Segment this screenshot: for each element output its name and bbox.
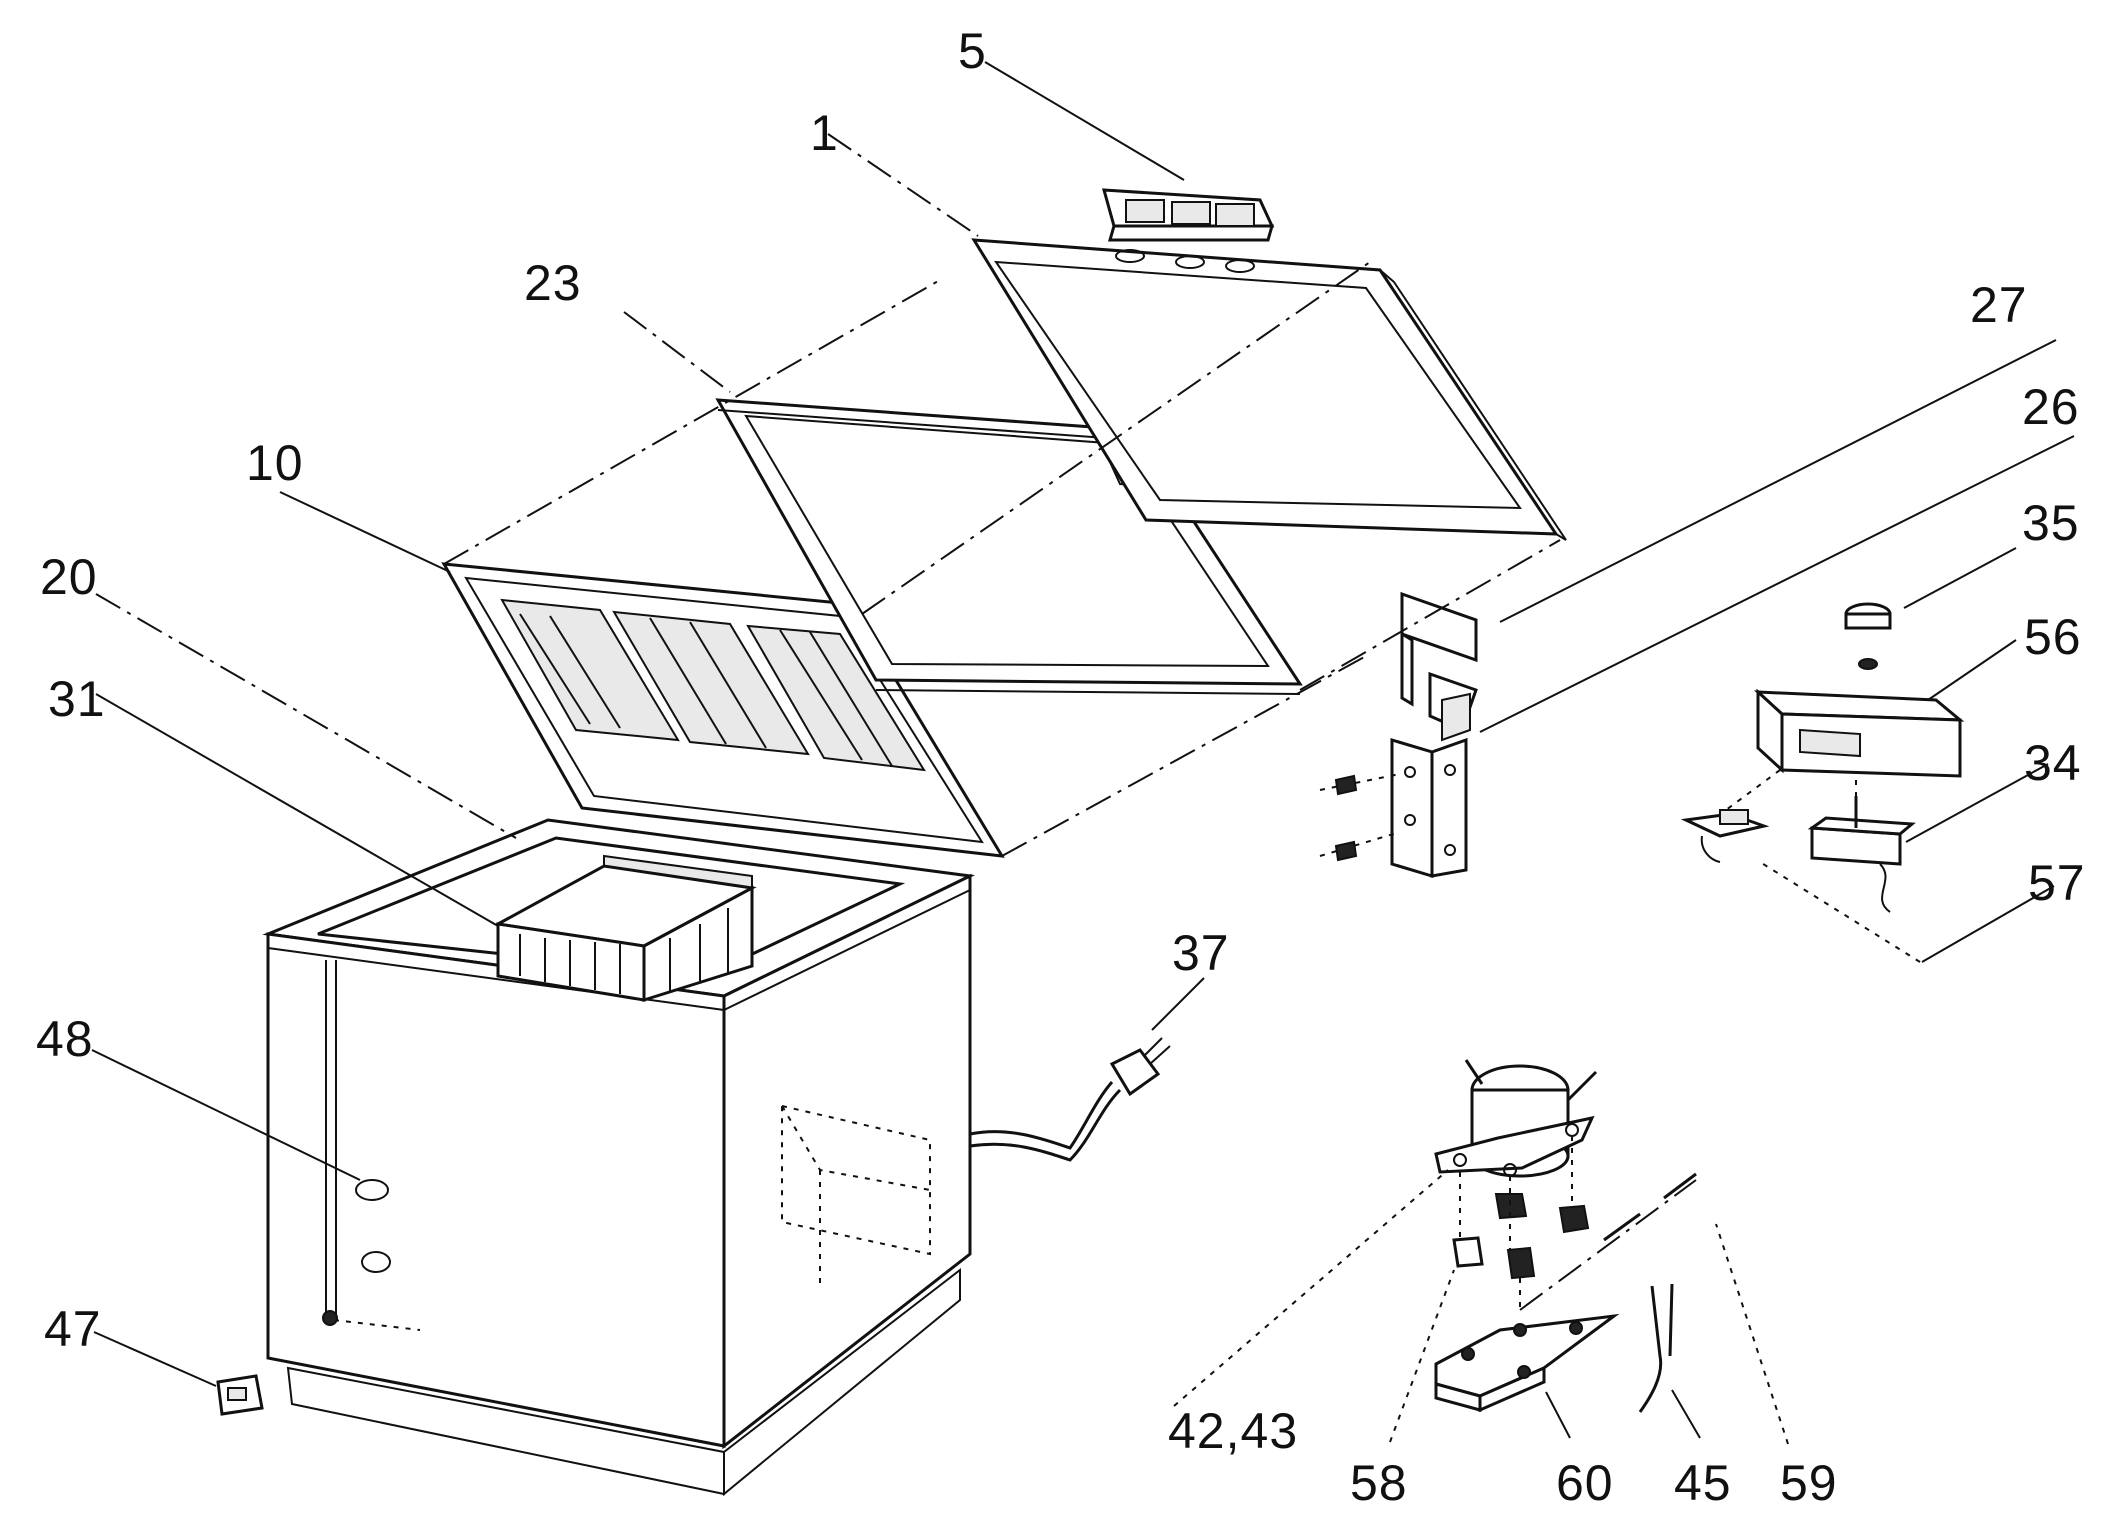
- label-34: 34: [2024, 735, 2082, 791]
- leader-lines: [91, 61, 2075, 1445]
- label-27: 27: [1970, 277, 2028, 333]
- freezer-cabinet: [262, 818, 1171, 1497]
- label-31: 31: [48, 671, 106, 727]
- compressor-assembly: [1434, 1059, 1697, 1413]
- label-56: 56: [2024, 609, 2082, 665]
- label-5: 5: [958, 23, 987, 79]
- label-1: 1: [810, 105, 839, 161]
- label-10: 10: [246, 435, 304, 491]
- label-58: 58: [1350, 1455, 1408, 1511]
- label-47: 47: [44, 1301, 102, 1357]
- label-48: 48: [36, 1011, 94, 1067]
- part-labels: 5 1 27 23 26 10 35 20 56 31 34 57 37 48 …: [36, 23, 2086, 1511]
- thermostat-assembly: [1680, 602, 1965, 913]
- lid-handle: [1101, 188, 1275, 242]
- label-23: 23: [524, 255, 582, 311]
- label-42-43: 42,43: [1168, 1403, 1298, 1459]
- label-35: 35: [2022, 495, 2080, 551]
- label-26: 26: [2022, 379, 2080, 435]
- label-20: 20: [40, 549, 98, 605]
- assembly-guide-lines: [443, 261, 1561, 857]
- label-59: 59: [1780, 1455, 1838, 1511]
- label-57: 57: [2028, 855, 2086, 911]
- outer-lid: [971, 238, 1567, 541]
- label-45: 45: [1674, 1455, 1732, 1511]
- drain-plug-47: [216, 1374, 264, 1416]
- label-37: 37: [1172, 925, 1230, 981]
- label-60: 60: [1556, 1455, 1614, 1511]
- hinge-assembly: [1319, 591, 1478, 879]
